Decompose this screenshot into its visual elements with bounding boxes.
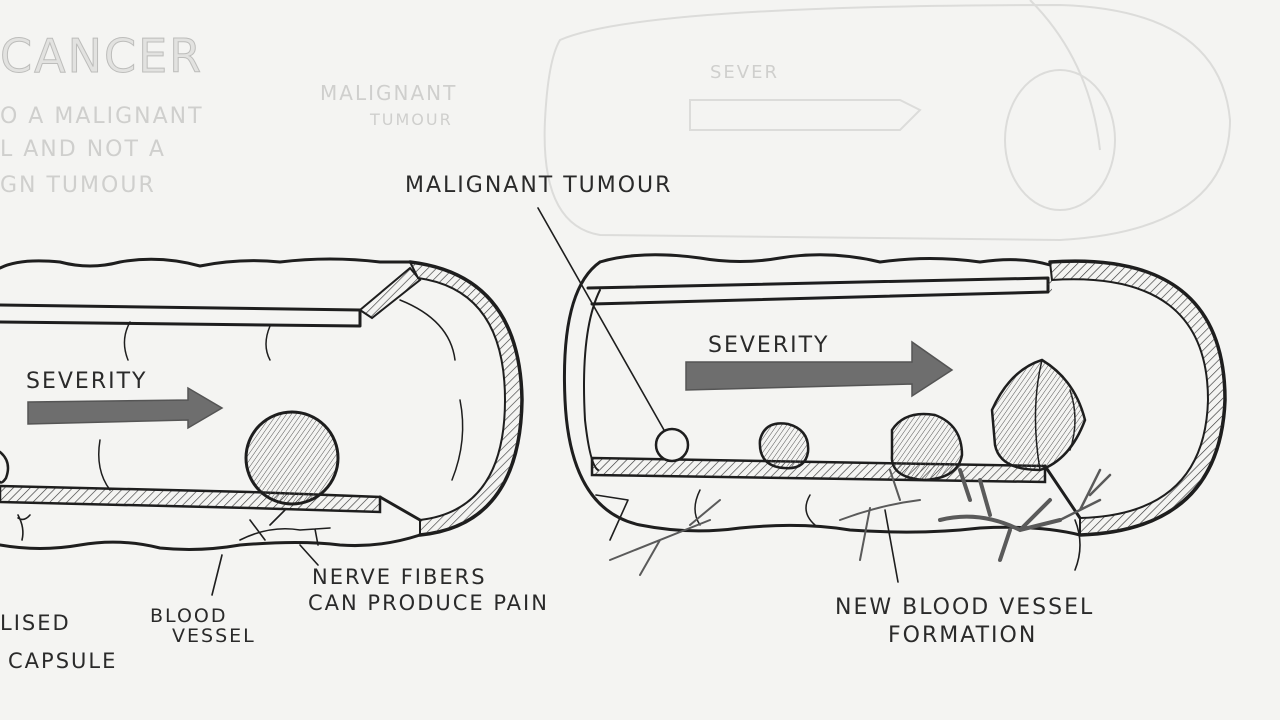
left-vessel: SEVERITY LISED CAPSULE BLOOD VESSEL NERV…	[0, 259, 549, 673]
severity-arrow-left	[28, 388, 222, 428]
capsule-label-1: LISED	[0, 611, 71, 635]
corner-title: CANCER	[0, 29, 203, 83]
nerve-fibers-label-1: NERVE FIBERS	[312, 565, 487, 589]
severity-label-right: SEVERITY	[708, 333, 829, 358]
ghost-label-2: TUMOUR	[369, 110, 453, 129]
severity-label-left: SEVERITY	[26, 369, 147, 394]
corner-line-1: O A MALIGNANT	[0, 104, 204, 129]
corner-line-3: GN TUMOUR	[0, 173, 156, 198]
new-vessel-label-1: NEW BLOOD VESSEL	[835, 595, 1094, 620]
tumour-stage-2	[760, 423, 808, 468]
capsule-label-2: CAPSULE	[8, 649, 117, 673]
corner-line-2: L AND NOT A	[0, 137, 166, 162]
benign-tumour	[246, 412, 338, 504]
blood-vessel-label-1: BLOOD	[150, 605, 227, 627]
ghost-label: MALIGNANT	[320, 81, 457, 105]
malignant-tumour-label: MALIGNANT TUMOUR	[405, 173, 672, 198]
blood-vessel-label-2: VESSEL	[172, 625, 256, 647]
new-vessel-label-2: FORMATION	[888, 623, 1037, 648]
right-vessel: SEVERITY MALIGNANT TUMOUR NEW BLOOD VESS…	[405, 173, 1225, 648]
new-blood-vessels	[610, 470, 1110, 575]
tumour-stage-3	[892, 414, 962, 480]
tumour-stage-1	[656, 429, 688, 461]
faint-background-sketch	[545, 0, 1230, 240]
ghost-label-top: SEVER	[710, 62, 779, 83]
nerve-fibers-label-2: CAN PRODUCE PAIN	[308, 591, 549, 615]
